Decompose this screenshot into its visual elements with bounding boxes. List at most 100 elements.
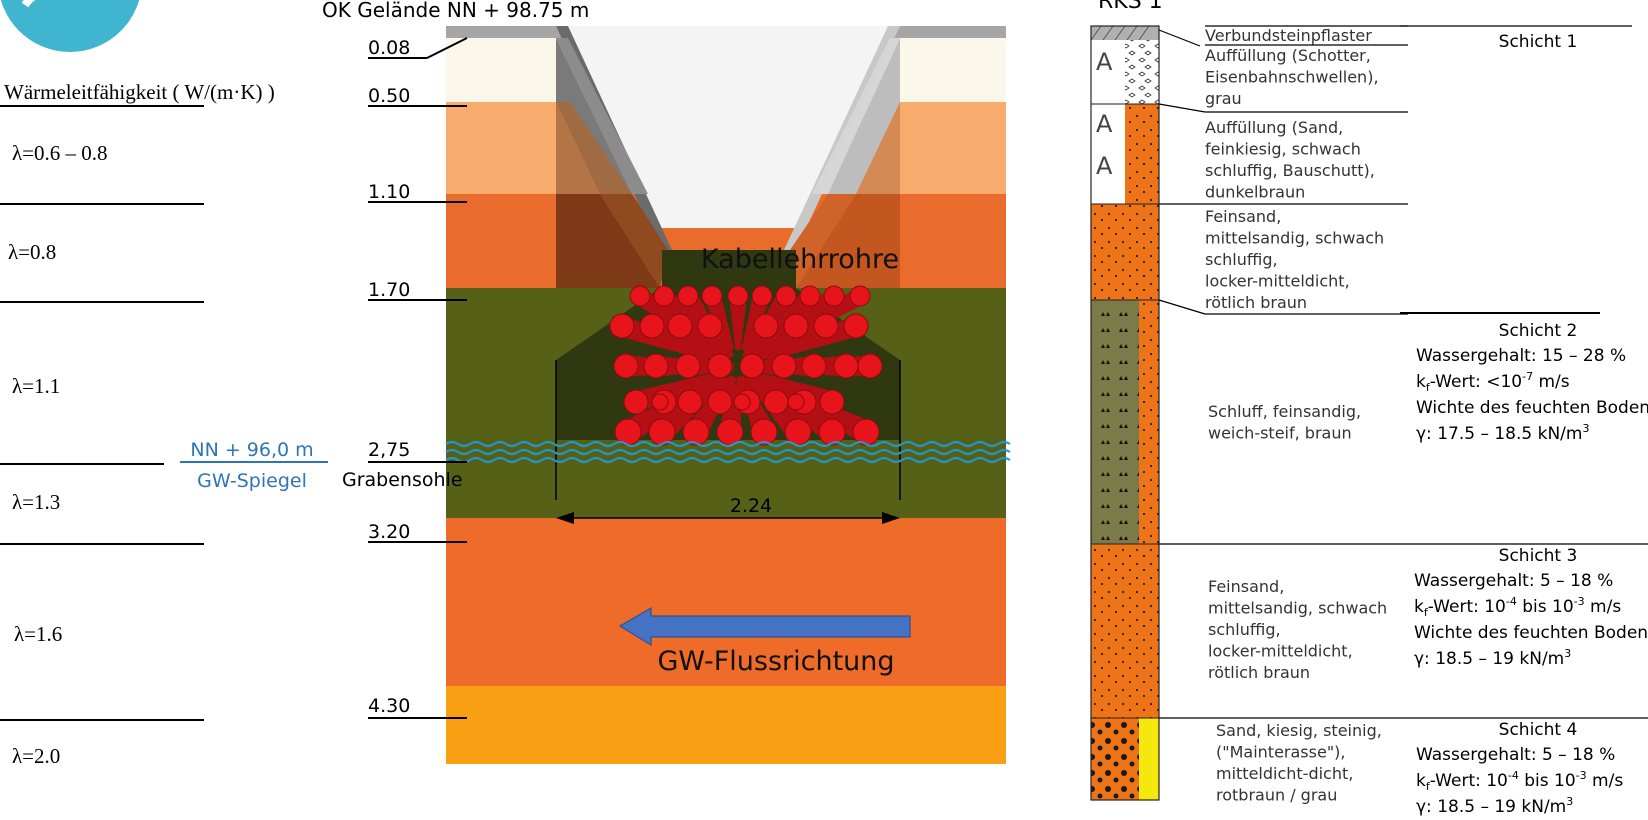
conduit-end xyxy=(613,353,639,379)
conduit-end xyxy=(775,285,797,307)
conduit-end xyxy=(707,389,733,415)
depth-label: 1.70 xyxy=(368,279,410,301)
conduit-end xyxy=(733,393,751,411)
conduit-end xyxy=(675,353,701,379)
layer-name: Schicht 1 xyxy=(1499,32,1578,52)
layer-property: γ: 18.5 – 19 kN/m3 xyxy=(1416,795,1573,817)
layer-name: Schicht 4 xyxy=(1499,720,1578,740)
depth-label: 4.30 xyxy=(368,695,410,717)
depth-label: 3.20 xyxy=(368,521,410,543)
conduit-end xyxy=(771,353,797,379)
layer-property: Wassergehalt: 5 – 18 % xyxy=(1414,571,1613,591)
layer-property: γ: 17.5 – 18.5 kN/m3 xyxy=(1416,422,1589,444)
conduit-end xyxy=(787,393,805,411)
flow-arrow xyxy=(618,606,911,647)
trench-width-dimension: 2.24 xyxy=(556,495,900,524)
conductivity-dividers xyxy=(0,105,204,721)
svg-text:A: A xyxy=(1096,110,1113,138)
conduit-end xyxy=(799,285,821,307)
log-rules xyxy=(1158,25,1648,719)
gw-level-label: NN + 96,0 m xyxy=(190,439,313,461)
conduit-end xyxy=(701,285,723,307)
conduit-end xyxy=(609,313,635,339)
soil-description: Auffüllung (Schotter,Eisenbahnschwellen)… xyxy=(1205,46,1379,108)
conduit-end xyxy=(852,418,880,446)
layer-property: Wichte des feuchten Bodens xyxy=(1416,398,1648,418)
conduit-end xyxy=(707,353,733,379)
borehole-log: A A A xyxy=(1090,25,1160,801)
layer-property: Wassergehalt: 15 – 28 % xyxy=(1416,346,1626,366)
depth-label: 0.08 xyxy=(368,37,410,59)
conduit-end xyxy=(677,285,699,307)
layer-property: Wichte des feuchten Bodens xyxy=(1414,623,1648,643)
lambda-value: λ=0.6 – 0.8 xyxy=(12,141,108,165)
conduit-end xyxy=(819,389,845,415)
depth-label: 2,75 xyxy=(368,439,410,461)
svg-text:A: A xyxy=(1096,152,1113,180)
conduit-end xyxy=(697,313,723,339)
conduit-end xyxy=(727,285,749,307)
soil-description: Sand, kiesig, steinig,("Mainterasse"),mi… xyxy=(1216,721,1382,805)
conduit-end xyxy=(677,389,703,415)
conduit-end xyxy=(857,353,883,379)
conduit-end xyxy=(843,313,869,339)
conduit-end xyxy=(753,313,779,339)
conduit-end xyxy=(629,285,651,307)
cable-conduits-label: Kabellehrrohre xyxy=(701,244,899,275)
conduit-end xyxy=(801,353,827,379)
depth-label: 0.50 xyxy=(368,85,410,107)
gw-spiegel-label: GW-Spiegel xyxy=(197,470,307,492)
lambda-value: λ=1.3 xyxy=(12,490,60,514)
conduit-end xyxy=(648,418,676,446)
conduit-end xyxy=(763,389,789,415)
groundwater-waves xyxy=(445,441,1011,463)
layer-name: Schicht 3 xyxy=(1499,546,1578,566)
soil-description: Verbundsteinpflaster xyxy=(1205,26,1372,45)
ground-layers xyxy=(446,26,1006,764)
layer-property: kf-Wert: <10-7 m/s xyxy=(1416,370,1570,394)
rks-title: RKS 1 xyxy=(1098,0,1163,14)
layer-details: Schicht 1 Schicht 2 Wassergehalt: 15 – 28 … xyxy=(1414,32,1648,817)
conduit-end xyxy=(643,353,669,379)
layer-property: γ: 18.5 – 19 kN/m3 xyxy=(1414,647,1571,669)
conduit-end xyxy=(849,285,871,307)
conduit-end xyxy=(833,353,859,379)
layer-name: Schicht 2 xyxy=(1499,321,1578,341)
conduit-end xyxy=(751,285,773,307)
conduit-end xyxy=(823,285,845,307)
trench-width-label: 2.24 xyxy=(730,495,772,517)
conduit-end xyxy=(818,418,846,446)
soil-description: Schluff, feinsandig,weich-steif, braun xyxy=(1208,402,1361,443)
conduit-end xyxy=(623,389,649,415)
conduit-end xyxy=(813,313,839,339)
conductivity-header: Wärmeleitfähigkeit ( W/(m·K) ) xyxy=(4,80,275,104)
lambda-value: λ=2.0 xyxy=(12,744,60,768)
trench-bottom-label: Grabensohle xyxy=(342,469,463,491)
conduit-end xyxy=(739,353,765,379)
cable-conduits xyxy=(609,285,883,446)
layer-property: kf-Wert: 10-4 bis 10-3 m/s xyxy=(1416,769,1623,793)
conduit-end xyxy=(682,418,710,446)
conduit-end xyxy=(639,313,665,339)
depth-label: 1.10 xyxy=(368,181,410,203)
conduit-end xyxy=(783,313,809,339)
lambda-value: λ=1.1 xyxy=(12,374,60,398)
conduit-end xyxy=(651,393,669,411)
flow-direction-label: GW-Flussrichtung xyxy=(657,646,894,677)
conduit-end xyxy=(750,418,778,446)
depth-markers: 0.08 0.50 1.10 1.70 2,75 3.20 4.30 xyxy=(368,37,468,719)
conduit-end xyxy=(653,285,675,307)
svg-text:A: A xyxy=(1096,48,1113,76)
conduit-end xyxy=(667,313,693,339)
ground-level-label: OK Gelände NN + 98.75 m xyxy=(322,0,589,22)
logo-icon xyxy=(0,0,140,52)
layer-property: kf-Wert: 10-4 bis 10-3 m/s xyxy=(1414,595,1621,619)
layer-property: Wassergehalt: 5 – 18 % xyxy=(1416,745,1615,765)
conduit-tube xyxy=(729,296,747,350)
lambda-value: λ=1.6 xyxy=(14,622,62,646)
